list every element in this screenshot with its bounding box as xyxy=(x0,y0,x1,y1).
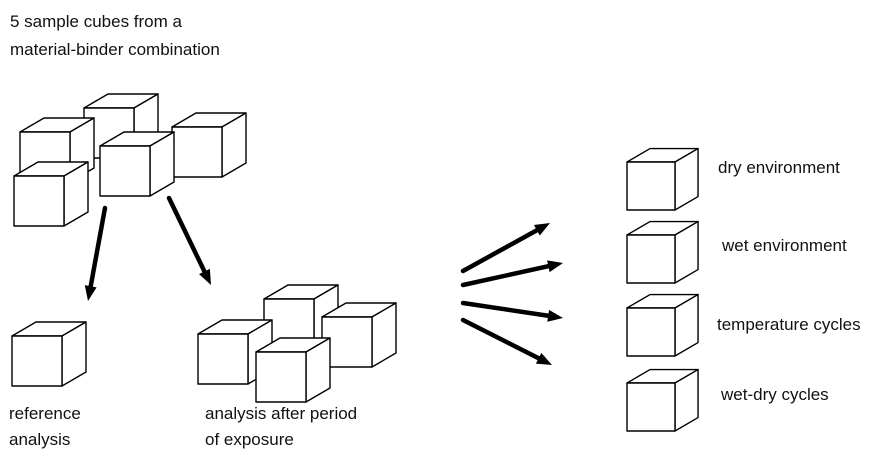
arrow-to-reference xyxy=(84,205,108,301)
condition-label-wet-environment: wet environment xyxy=(722,236,847,255)
exposure-cube-4 xyxy=(255,337,331,403)
condition-cube-wet-dry xyxy=(626,368,699,432)
condition-label-dry-environment: dry environment xyxy=(718,158,840,177)
condition-cube-dry xyxy=(626,147,699,211)
condition-label-wet-dry-cycles: wet-dry cycles xyxy=(721,385,829,404)
exposure-label-line-2: of exposure xyxy=(205,430,294,449)
reference-label-line-2: analysis xyxy=(9,430,71,449)
arrow-to-wet-environment xyxy=(460,260,563,288)
exposure-cube-3 xyxy=(321,302,397,368)
reference-cube xyxy=(11,321,87,387)
exposure-label-line-1: analysis after period xyxy=(205,404,358,423)
reference-label-line-1: reference xyxy=(9,404,81,423)
arrow-to-temperature-cycles xyxy=(460,300,563,322)
arrow-to-wet-dry-cycles xyxy=(460,317,552,365)
cubes-layer xyxy=(11,93,699,432)
arrows-layer xyxy=(84,195,563,365)
sample-cube-2 xyxy=(171,112,247,178)
condition-cube-temperature xyxy=(626,293,699,357)
source-title-line-2: material-binder combination xyxy=(10,40,220,59)
source-title-line-1: 5 sample cubes from a xyxy=(10,12,182,31)
sample-cube-4 xyxy=(13,161,89,227)
arrow-to-exposure xyxy=(166,195,211,285)
sample-cube-5 xyxy=(99,131,175,197)
arrow-to-dry-environment xyxy=(460,223,550,274)
condition-cube-wet xyxy=(626,220,699,284)
condition-label-temperature-cycles: temperature cycles xyxy=(717,315,861,334)
